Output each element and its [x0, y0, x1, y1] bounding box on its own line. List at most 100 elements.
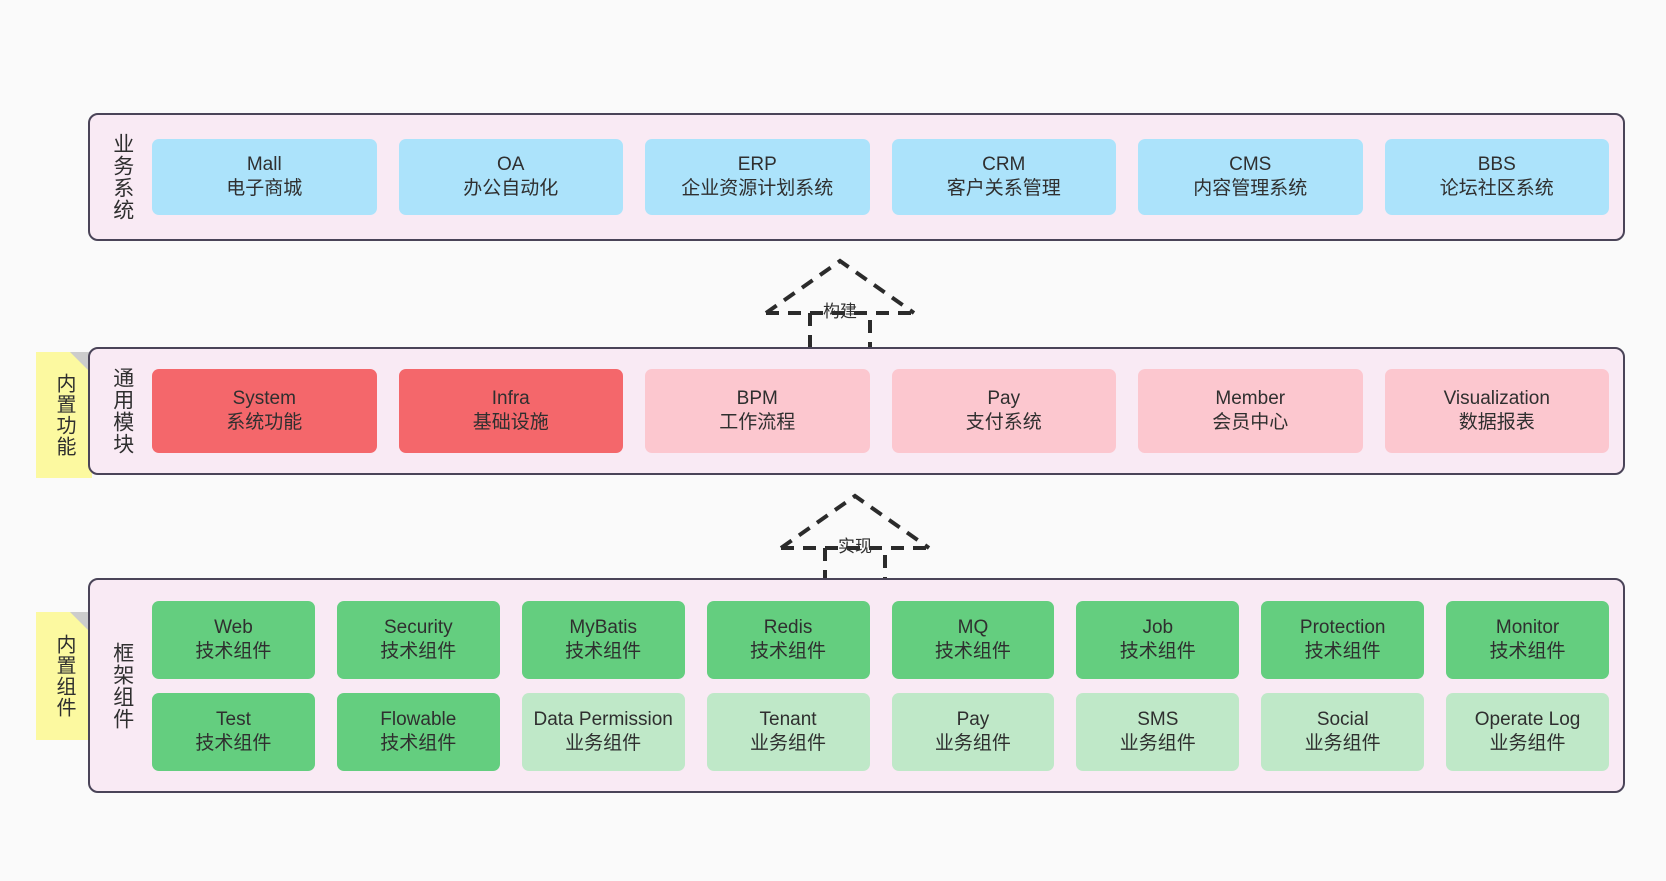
card-subtitle: 技术组件 [195, 640, 272, 662]
card-subtitle: 客户关系管理 [946, 178, 1061, 199]
card-title: Tenant [759, 708, 817, 730]
layer-body-general-module: System 系统功能 Infra 基础设施 BPM 工作流程 Pay 支付系统… [142, 369, 1623, 453]
card-row: Mall 电子商城 OA 办公自动化 ERP 企业资源计划系统 CRM 客户关系… [152, 139, 1609, 215]
card-subtitle: 技术组件 [380, 640, 457, 662]
card-subtitle: 业务组件 [1119, 732, 1196, 754]
card-subtitle: 内容管理系统 [1193, 178, 1308, 199]
card-job[interactable]: Job 技术组件 [1076, 600, 1240, 679]
card-subtitle: 业务组件 [1304, 732, 1381, 754]
card-infra[interactable]: Infra 基础设施 [398, 369, 623, 453]
card-subtitle: 业务组件 [934, 732, 1011, 754]
card-subtitle: 支付系统 [965, 412, 1042, 433]
note-builtin-component: 内置组件 [36, 612, 92, 740]
layer-body-framework-component: Web 技术组件 Security 技术组件 MyBatis 技术组件 Redi… [142, 600, 1623, 771]
card-title: SMS [1137, 708, 1179, 730]
note-fold-corner [70, 612, 92, 634]
card-subtitle: 技术组件 [934, 640, 1011, 662]
card-subtitle: 技术组件 [1489, 640, 1566, 662]
card-mybatis[interactable]: MyBatis 技术组件 [521, 600, 685, 679]
card-erp[interactable]: ERP 企业资源计划系统 [645, 139, 870, 215]
card-subtitle: 技术组件 [195, 732, 272, 754]
card-row-biz: Test 技术组件 Flowable 技术组件 Data Permission … [152, 692, 1609, 771]
card-redis[interactable]: Redis 技术组件 [706, 600, 870, 679]
card-security[interactable]: Security 技术组件 [336, 600, 500, 679]
note-label: 内置组件 [53, 634, 75, 718]
card-title: CRM [982, 154, 1026, 176]
layer-general-module: 通用模块 System 系统功能 Infra 基础设施 BPM 工作流程 Pay… [88, 347, 1625, 475]
card-title: Infra [491, 388, 530, 410]
card-flowable[interactable]: Flowable 技术组件 [336, 692, 500, 771]
card-member[interactable]: Member 会员中心 [1138, 369, 1363, 453]
card-crm[interactable]: CRM 客户关系管理 [891, 139, 1116, 215]
card-bbs[interactable]: BBS 论坛社区系统 [1384, 139, 1609, 215]
card-subtitle: 技术组件 [1119, 640, 1196, 662]
card-title: BBS [1477, 154, 1516, 176]
connector-implement-label: 实现 [838, 537, 872, 556]
card-row: System 系统功能 Infra 基础设施 BPM 工作流程 Pay 支付系统… [152, 369, 1609, 453]
card-title: MQ [957, 616, 989, 638]
card-subtitle: 电子商城 [226, 178, 303, 199]
card-subtitle: 技术组件 [1304, 640, 1381, 662]
card-title: System [232, 388, 296, 410]
card-title: MyBatis [569, 616, 637, 638]
card-title: BPM [736, 388, 778, 410]
layer-framework-component: 框架组件 Web 技术组件 Security 技术组件 MyBatis 技术组件… [88, 578, 1625, 793]
card-title: Flowable [380, 708, 457, 730]
note-label: 内置功能 [53, 373, 75, 457]
card-title: Job [1142, 616, 1174, 638]
layer-label-framework-component: 框架组件 [110, 641, 134, 730]
card-pay[interactable]: Pay 支付系统 [891, 369, 1116, 453]
card-title: ERP [737, 154, 777, 176]
card-title: Protection [1299, 616, 1386, 638]
card-web[interactable]: Web 技术组件 [152, 600, 315, 679]
card-subtitle: 会员中心 [1212, 412, 1289, 433]
card-subtitle: 论坛社区系统 [1439, 178, 1554, 199]
card-subtitle: 业务组件 [750, 732, 827, 754]
card-subtitle: 工作流程 [719, 412, 796, 433]
card-tenant[interactable]: Tenant 业务组件 [706, 692, 870, 771]
layer-label-business-system: 业务系统 [110, 133, 134, 221]
card-visualization[interactable]: Visualization 数据报表 [1384, 369, 1609, 453]
layer-business-system: 业务系统 Mall 电子商城 OA 办公自动化 ERP 企业资源计划系统 CRM… [88, 113, 1625, 241]
connector-build-label: 构建 [823, 302, 857, 321]
card-operate-log[interactable]: Operate Log 业务组件 [1446, 692, 1609, 771]
card-subtitle: 数据报表 [1458, 412, 1535, 433]
card-oa[interactable]: OA 办公自动化 [398, 139, 623, 215]
card-row-tech: Web 技术组件 Security 技术组件 MyBatis 技术组件 Redi… [152, 600, 1609, 679]
card-subtitle: 办公自动化 [463, 178, 559, 199]
card-subtitle: 企业资源计划系统 [681, 178, 834, 199]
note-builtin-function: 内置功能 [36, 352, 92, 478]
card-data-permission[interactable]: Data Permission 业务组件 [521, 692, 685, 771]
card-title: Web [214, 616, 253, 638]
card-title: Security [383, 616, 453, 638]
card-subtitle: 技术组件 [565, 640, 642, 662]
card-title: Member [1215, 388, 1286, 410]
card-subtitle: 业务组件 [1489, 732, 1566, 754]
card-test[interactable]: Test 技术组件 [152, 692, 315, 771]
card-title: Data Permission [533, 708, 673, 730]
card-subtitle: 基础设施 [472, 412, 549, 433]
card-title: Pay [956, 708, 990, 730]
card-bpm[interactable]: BPM 工作流程 [645, 369, 870, 453]
card-sms[interactable]: SMS 业务组件 [1076, 692, 1240, 771]
card-title: Social [1316, 708, 1369, 730]
layer-label-general-module: 通用模块 [110, 367, 134, 455]
card-title: Visualization [1443, 388, 1550, 410]
card-title: CMS [1229, 154, 1272, 176]
card-mall[interactable]: Mall 电子商城 [152, 139, 377, 215]
card-mq[interactable]: MQ 技术组件 [891, 600, 1055, 679]
card-social[interactable]: Social 业务组件 [1261, 692, 1425, 771]
card-title: Pay [987, 388, 1021, 410]
card-subtitle: 技术组件 [380, 732, 457, 754]
card-system[interactable]: System 系统功能 [152, 369, 377, 453]
note-fold-corner [70, 352, 92, 374]
layer-body-business-system: Mall 电子商城 OA 办公自动化 ERP 企业资源计划系统 CRM 客户关系… [142, 139, 1623, 215]
card-cms[interactable]: CMS 内容管理系统 [1138, 139, 1363, 215]
card-protection[interactable]: Protection 技术组件 [1261, 600, 1425, 679]
card-title: Mall [246, 154, 282, 176]
card-subtitle: 系统功能 [226, 412, 303, 433]
card-pay-biz[interactable]: Pay 业务组件 [891, 692, 1055, 771]
card-monitor[interactable]: Monitor 技术组件 [1446, 600, 1609, 679]
card-title: Redis [763, 616, 813, 638]
card-subtitle: 技术组件 [750, 640, 827, 662]
